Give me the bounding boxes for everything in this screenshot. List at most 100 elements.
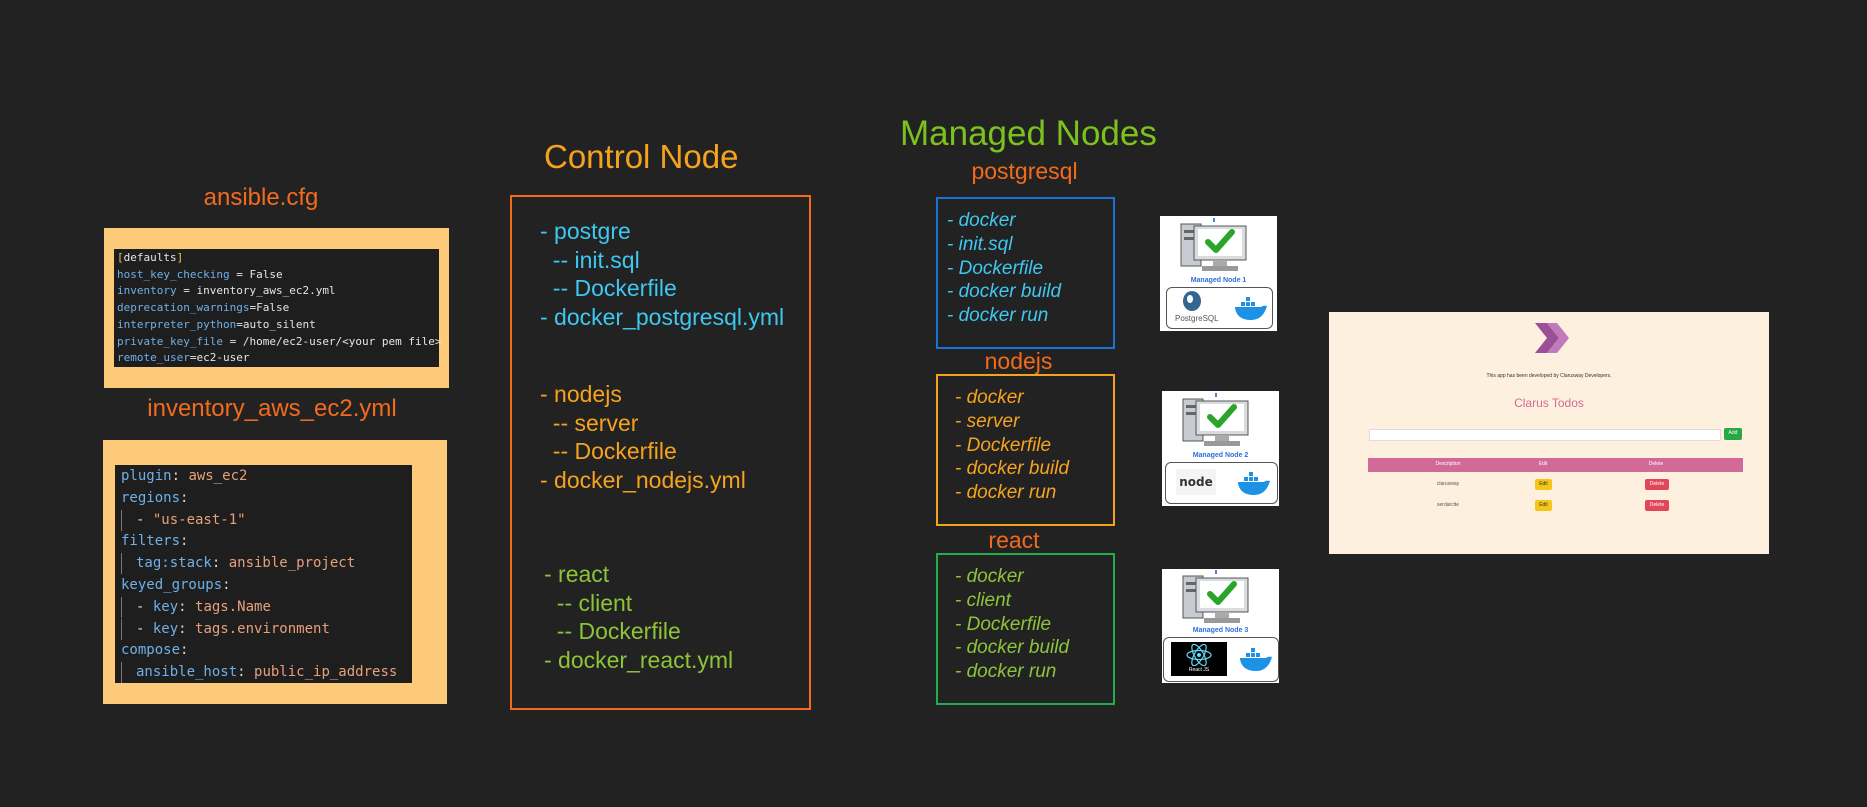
- yml-line: - "us-east-1": [115, 509, 412, 532]
- managed-node-card-2: Managed Node 2 node: [1162, 391, 1279, 506]
- step-item: - Dockerfile: [947, 257, 1044, 279]
- table-header: Description Edit Delete: [1368, 458, 1743, 472]
- yml-line: - key: tags.Name: [115, 596, 412, 619]
- ansible-cfg-code: [defaults] host_key_checking = False inv…: [114, 249, 442, 367]
- node-steps: - docker - init.sql - Dockerfile - docke…: [947, 209, 1061, 328]
- control-line: - docker_react.yml: [544, 646, 734, 673]
- inventory-title: inventory_aws_ec2.yml: [147, 395, 397, 422]
- managed-node-card-1: Managed Node 1 PostgreSQL: [1160, 216, 1277, 331]
- cfg-line: private_key_file = /home/ec2-user/<your …: [117, 334, 442, 348]
- docker-whale-icon: [1238, 472, 1270, 495]
- step-item: - docker build: [955, 458, 1070, 480]
- delete-button[interactable]: Delete: [1645, 479, 1669, 490]
- inventory-panel: plugin: aws_ec2 regions: - "us-east-1" f…: [103, 440, 447, 704]
- control-postgres-group: - postgre -- init.sql -- Dockerfile - do…: [540, 217, 784, 331]
- column-header: Description: [1435, 461, 1461, 467]
- step-item: - docker build: [955, 637, 1070, 659]
- group-title-nodejs: nodejs: [984, 348, 1053, 374]
- control-line: -- client: [544, 589, 633, 616]
- step-item: - server: [955, 410, 1020, 432]
- logo-frame: node: [1165, 462, 1278, 504]
- docker-whale-icon: [1235, 297, 1267, 320]
- cfg-line: remote_user=ec2-user: [117, 351, 250, 365]
- indent-guide: [121, 596, 122, 618]
- control-nodejs-group: - nodejs -- server -- Dockerfile - docke…: [540, 380, 746, 494]
- control-line: - docker_nodejs.yml: [540, 466, 746, 493]
- delete-button[interactable]: Delete: [1645, 500, 1669, 511]
- todo-input[interactable]: [1369, 429, 1721, 441]
- managed-node-label: Managed Node 2: [1192, 452, 1249, 459]
- ansible-cfg-title: ansible.cfg: [203, 184, 319, 211]
- nodejs-logo-icon: node: [1176, 469, 1216, 495]
- yml-line: compose:: [121, 642, 189, 659]
- app-subtitle: This app has been developed by Clarusway…: [1486, 373, 1612, 379]
- control-line: - react: [544, 561, 610, 587]
- node-box-postgresql: - docker - init.sql - Dockerfile - docke…: [936, 197, 1115, 349]
- yml-line: regions:: [121, 489, 189, 506]
- control-line: -- Dockerfile: [544, 618, 681, 644]
- step-item: - init.sql: [947, 233, 1013, 255]
- react-logo-text: React JS: [1188, 667, 1210, 673]
- computer-check-icon: [1180, 218, 1247, 271]
- postgresql-logo-icon: [1183, 291, 1201, 311]
- row-description: serdarcite: [1437, 502, 1459, 508]
- react-atom-icon: [1186, 644, 1212, 666]
- control-line: - postgre: [540, 218, 631, 244]
- edit-button[interactable]: Edit: [1535, 500, 1552, 511]
- step-item: - docker run: [955, 482, 1057, 504]
- managed-nodes-title: Managed Nodes: [900, 114, 1157, 153]
- node-steps: - docker - server - Dockerfile - docker …: [955, 386, 1069, 505]
- table-row: serdarcite Edit Delete: [1368, 499, 1743, 515]
- group-title-postgresql: postgresql: [971, 158, 1078, 184]
- step-item: - docker build: [947, 281, 1062, 303]
- add-button[interactable]: Add: [1724, 428, 1742, 440]
- step-item: - docker: [947, 210, 1016, 231]
- yml-line: keyed_groups:: [121, 576, 231, 593]
- managed-node-label: Managed Node 1: [1190, 277, 1247, 284]
- yml-line: filters:: [121, 533, 189, 550]
- managed-node-label: Managed Node 3: [1192, 627, 1249, 634]
- yml-line: tag:stack: ansible_project: [115, 553, 412, 575]
- logo-frame: React JS: [1163, 637, 1279, 682]
- column-header: Edit: [1538, 461, 1548, 467]
- indent-guide: [121, 662, 122, 684]
- app-title: Clarus Todos: [1514, 396, 1584, 410]
- step-item: - docker run: [955, 661, 1057, 683]
- edit-button[interactable]: Edit: [1535, 479, 1552, 490]
- cfg-line: deprecation_warnings=False: [117, 301, 290, 315]
- step-item: - Dockerfile: [955, 613, 1052, 635]
- control-line: - nodejs: [540, 381, 622, 407]
- step-item: - Dockerfile: [955, 434, 1052, 456]
- table-row: clarusway Edit Delete: [1368, 478, 1743, 494]
- row-description: clarusway: [1436, 481, 1460, 487]
- node-box-nodejs: - docker - server - Dockerfile - docker …: [936, 374, 1115, 526]
- yml-line: plugin: aws_ec2: [121, 468, 248, 484]
- computer-check-icon: [1182, 570, 1249, 623]
- cfg-line: interpreter_python=auto_silent: [117, 317, 316, 331]
- control-line: -- init.sql: [540, 246, 640, 273]
- step-item: - docker: [955, 387, 1024, 408]
- indent-guide: [121, 553, 122, 575]
- postgresql-logo-text: PostgreSQL: [1175, 314, 1219, 323]
- cfg-line: [defaults]: [117, 251, 184, 264]
- step-item: - client: [955, 589, 1011, 611]
- ansible-cfg-panel: [defaults] host_key_checking = False inv…: [104, 228, 449, 388]
- todo-app-preview: This app has been developed by Clarusway…: [1329, 312, 1769, 554]
- control-line: - docker_postgresql.yml: [540, 303, 785, 330]
- docker-whale-icon: [1240, 648, 1272, 671]
- cfg-line: inventory = inventory_aws_ec2.yml: [117, 284, 336, 298]
- control-line: -- Dockerfile: [540, 438, 677, 464]
- react-logo-tile: React JS: [1171, 642, 1227, 676]
- inventory-code: plugin: aws_ec2 regions: - "us-east-1" f…: [115, 465, 412, 684]
- indent-guide: [121, 618, 122, 640]
- step-item: - docker run: [947, 305, 1049, 327]
- control-node-title: Control Node: [544, 138, 739, 175]
- clarusway-logo-icon: [1535, 323, 1569, 353]
- cfg-line: host_key_checking = False: [117, 267, 283, 281]
- yml-line: ansible_host: public_ip_address: [115, 662, 412, 684]
- control-node-box: - postgre -- init.sql -- Dockerfile - do…: [510, 195, 811, 710]
- yml-line: - key: tags.environment: [115, 618, 412, 641]
- control-line: -- Dockerfile: [540, 275, 677, 301]
- managed-node-card-3: Managed Node 3 React JS: [1162, 569, 1279, 683]
- column-header: Delete: [1648, 461, 1664, 467]
